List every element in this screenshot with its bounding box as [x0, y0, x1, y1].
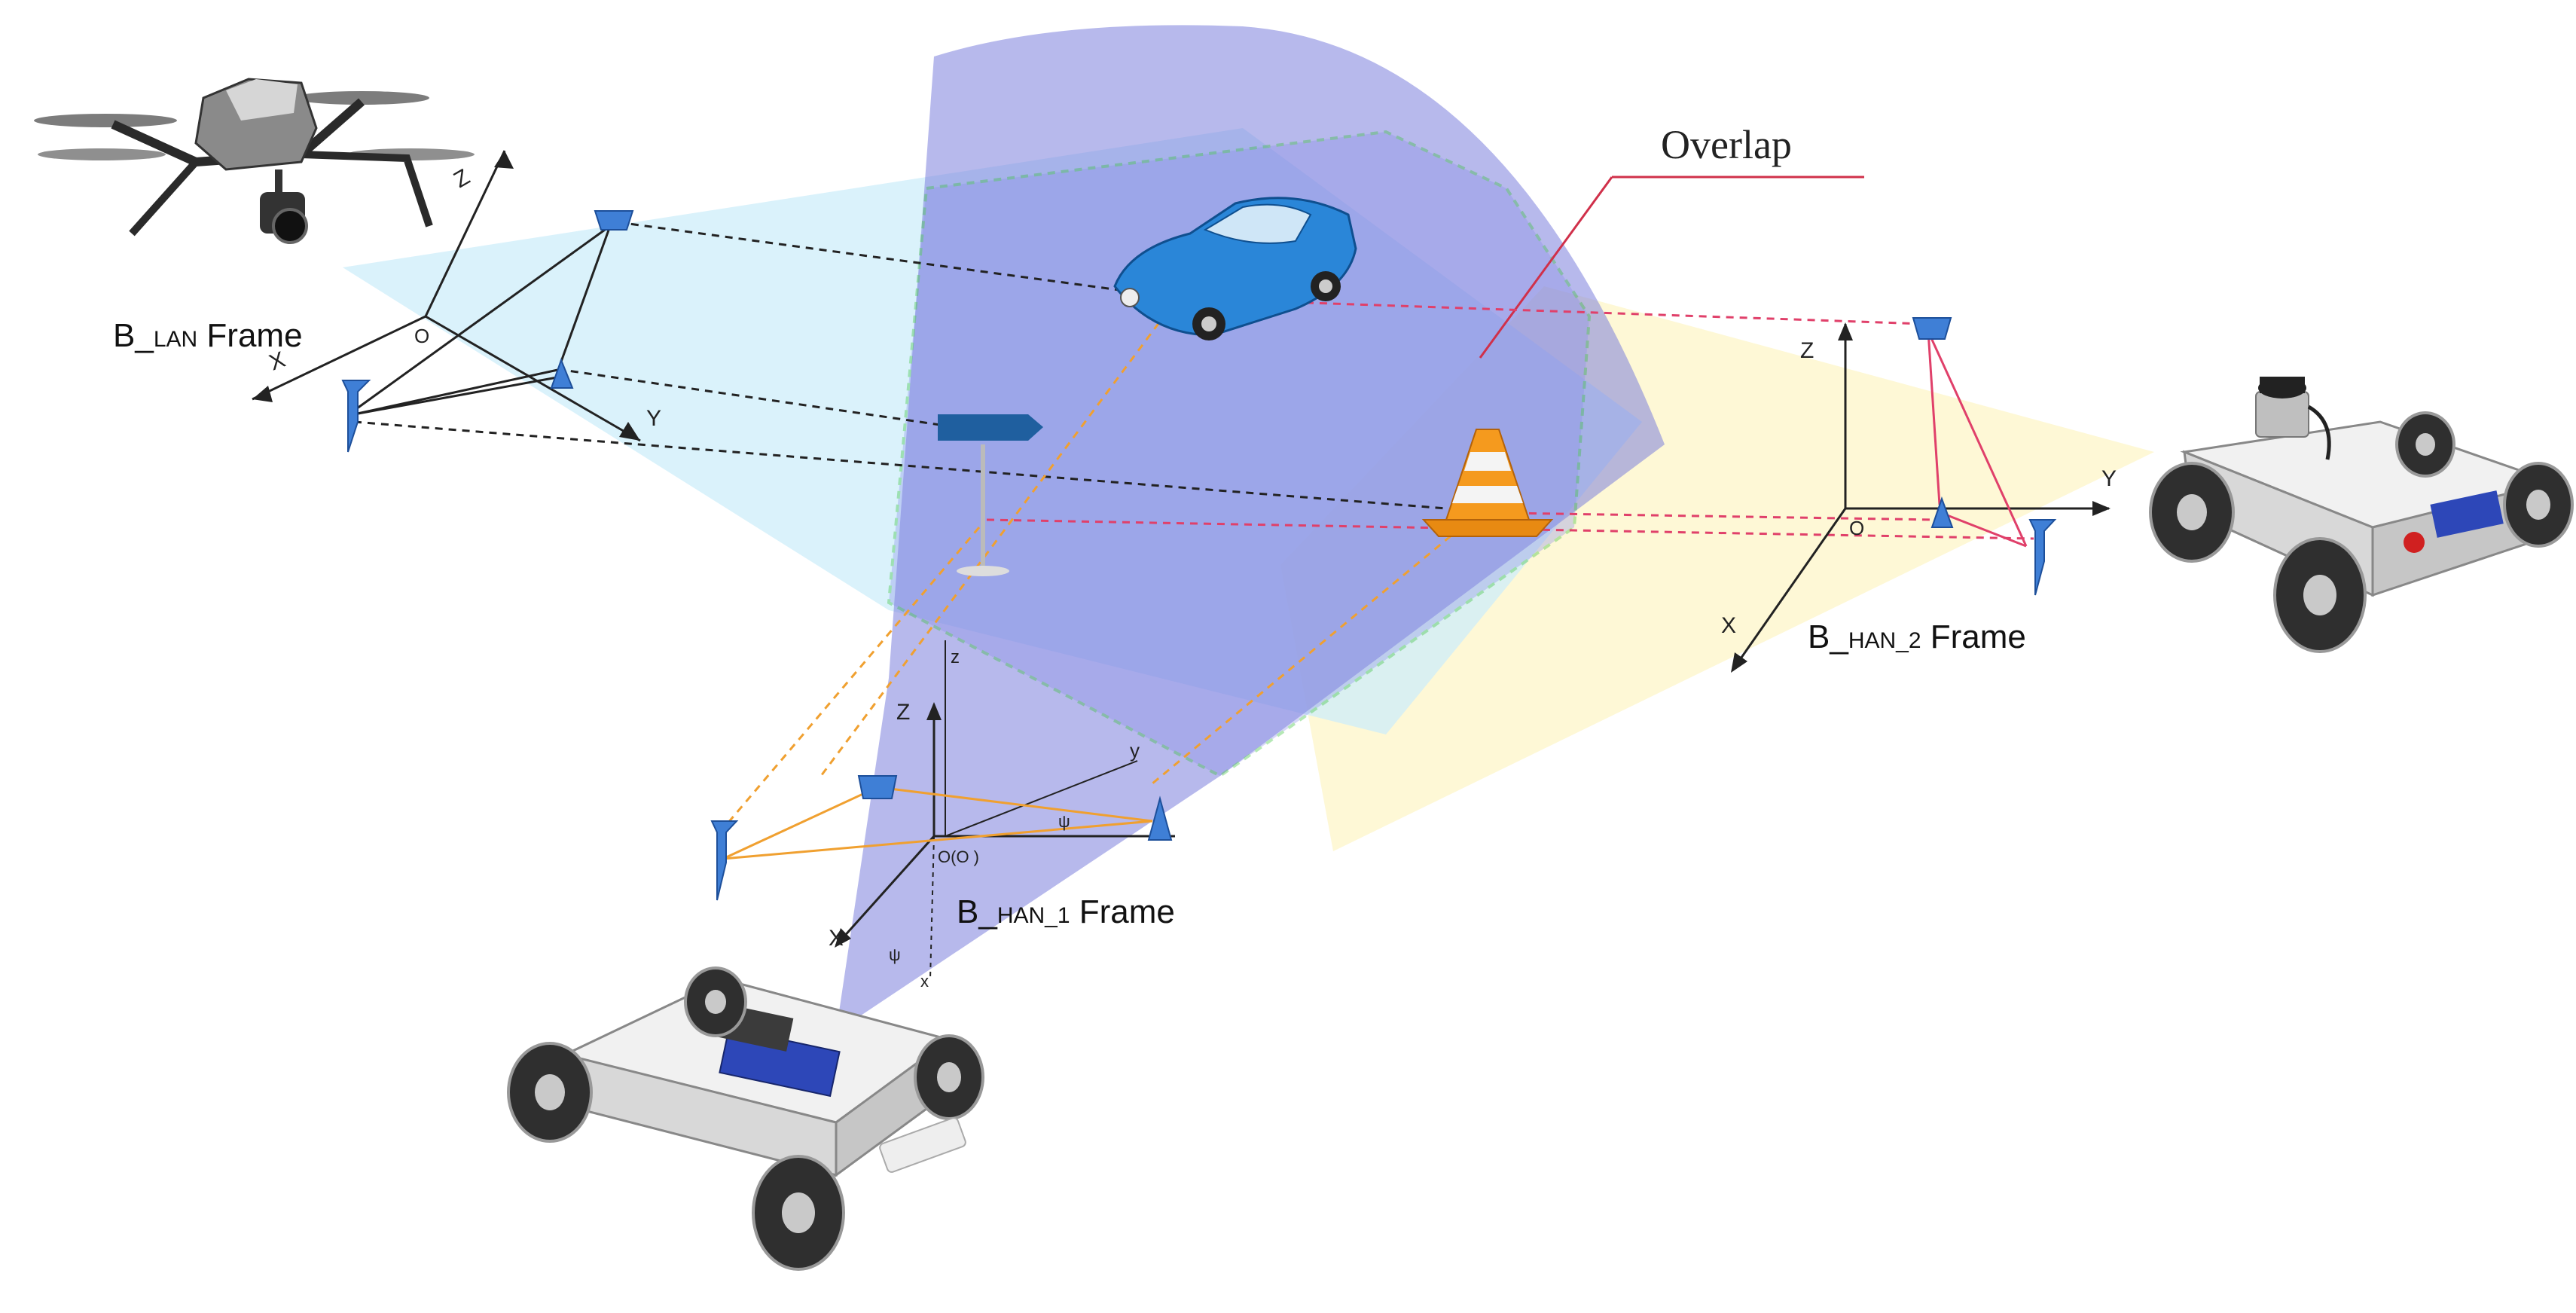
- han2-flag-marker: [2028, 519, 2057, 596]
- han1-flag-marker: [710, 820, 739, 901]
- lan-frame-label: B_LAN Frame: [113, 317, 303, 354]
- lan-trapezoid-marker: [594, 210, 634, 231]
- han2-frame: [1731, 322, 2111, 673]
- han1-axis-z: z: [951, 647, 960, 667]
- toy-car-icon: [1113, 197, 1357, 340]
- markers: [341, 210, 2057, 901]
- lan-frame: [252, 150, 641, 442]
- lan-rays: [353, 221, 1447, 510]
- han2-axis-y: Y: [2101, 466, 2117, 491]
- han2-inner-lines: [1927, 331, 2028, 548]
- han1-frame: [835, 640, 1175, 980]
- han2-axis-z: Z: [1800, 338, 1814, 363]
- han1-frame-label: B_HAN_1 Frame: [957, 893, 1175, 930]
- lan-axis-y: Y: [646, 406, 661, 431]
- han1-axis-Z: Z: [896, 700, 910, 725]
- han1-trapezoid-marker: [857, 775, 898, 799]
- lan-flag-marker: [341, 380, 371, 453]
- han2-frame-label: B_HAN_2 Frame: [1808, 618, 2026, 655]
- han1-psi-1: ψ: [1058, 812, 1070, 831]
- han1-inner-lines: [722, 786, 1153, 860]
- han2-trapezoid-marker: [1912, 317, 1952, 340]
- han2-axis-x: X: [1721, 613, 1736, 638]
- signpost-icon: [938, 414, 1043, 576]
- lan-triangle-marker: [550, 358, 574, 389]
- han1-axis-x: X: [829, 926, 844, 951]
- han2-origin: O: [1849, 517, 1864, 539]
- han1-triangle-marker: [1147, 795, 1173, 841]
- han1-rays: [722, 301, 1462, 829]
- han2-rays: [986, 300, 2034, 540]
- han1-axis-x-small: x: [920, 972, 929, 991]
- traffic-cone-icon: [1421, 429, 1554, 537]
- robot-car-han1-icon: [507, 966, 984, 1271]
- overlap-label: Overlap: [1661, 122, 1792, 167]
- han1-origin: O(O ): [938, 847, 979, 866]
- han1-axis-y: y: [1130, 739, 1140, 762]
- overlap-region: [887, 130, 1592, 778]
- han1-psi-2: ψ: [889, 945, 901, 964]
- drone-icon: [34, 78, 475, 244]
- lan-origin: O: [414, 325, 429, 347]
- han1-fov: [836, 25, 1665, 1032]
- lan-axis-z: Z: [450, 164, 474, 193]
- han2-triangle-marker: [1930, 496, 1954, 528]
- robot-car-han2-icon: [2149, 377, 2574, 653]
